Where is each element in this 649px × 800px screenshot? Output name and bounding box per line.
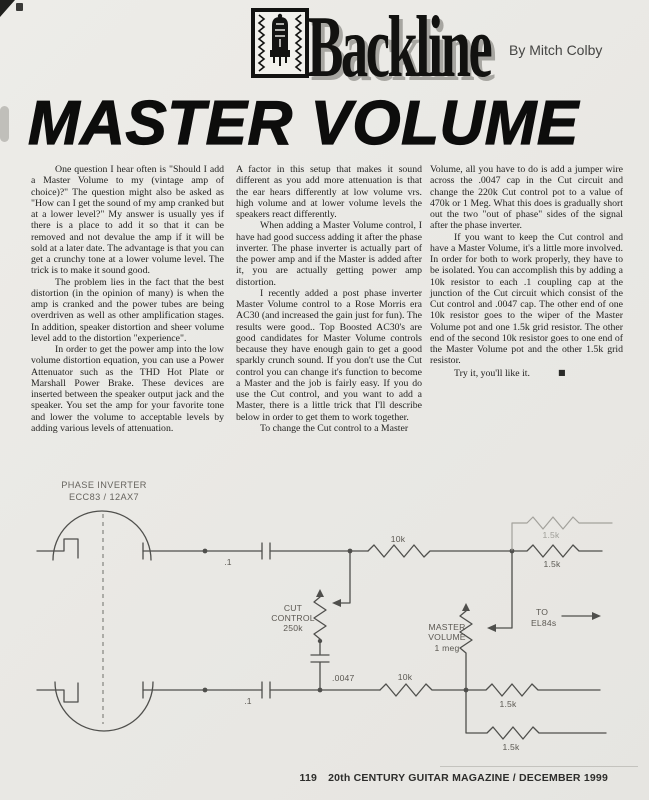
tube-label-line2: ECC83 / 12AX7 [69, 492, 139, 502]
closing-text: Try it, you'll like it. [454, 367, 530, 379]
paragraph: If you want to keep the Cut control and … [430, 231, 623, 367]
article-column-3: Volume, all you have to do is add a jump… [430, 164, 623, 379]
article-column-2: A factor in this setup that makes it sou… [236, 164, 422, 434]
end-of-article-mark: ■ [557, 367, 566, 377]
cut-capacitor [310, 640, 330, 691]
master-volume-branch: MASTER VOLUME 1 meg [428, 550, 513, 691]
paragraph: When adding a Master Volume control, I h… [236, 220, 422, 288]
tube-label-line1: PHASE INVERTER [61, 480, 147, 490]
resistor-1-5k [511, 516, 613, 552]
resistor-value-label: 10k [398, 672, 413, 682]
arrowhead-up [462, 603, 470, 611]
page-number: 119 [299, 772, 318, 784]
output-to-el84s: TO EL84s [531, 607, 601, 628]
cut-pot-label-line3: 250k [283, 623, 303, 633]
footer: 119 20th CENTURY GUITAR MAGAZINE / DECEMB… [0, 772, 608, 784]
scan-noise-smudge [0, 106, 9, 142]
junction-dot [202, 687, 208, 693]
cut-control-branch: CUT CONTROL 250k .0047 [271, 550, 355, 691]
bottom-grid-input [36, 682, 79, 703]
master-volume-potentiometer [459, 610, 473, 691]
wiper-wire [340, 550, 351, 604]
bottom-grid-resistors: 1.5k 1.5k [465, 683, 607, 752]
resistor-value-label: 1.5k [543, 559, 561, 569]
coupling-capacitor-top [261, 542, 271, 560]
cut-potentiometer [313, 596, 327, 640]
cut-pot-label-line1: CUT [284, 603, 303, 613]
mv-label-line2: VOLUME [428, 632, 466, 642]
paragraph: To change the Cut control to a Master [260, 422, 409, 434]
arrowhead-left [487, 624, 496, 632]
mv-label-line3: 1 meg [435, 643, 460, 653]
scan-noise-mark [16, 3, 23, 11]
top-grid-input [36, 538, 79, 559]
resistor-10k-bottom [379, 683, 467, 697]
scan-noise-mark [0, 0, 15, 17]
paragraph: One question I hear often is "Should I a… [31, 164, 224, 277]
phase-inverter-tube: PHASE INVERTER ECC83 / 12AX7 [36, 480, 154, 732]
top-signal-path: .1 10k [142, 534, 515, 567]
backline-logo-box [251, 8, 309, 83]
paragraph: The problem lies in the fact that the be… [31, 276, 224, 344]
wiper-wire [495, 550, 513, 629]
cut-cap-value-label: .0047 [332, 673, 355, 683]
junction-dot [202, 548, 208, 554]
output-label-line1: TO [536, 607, 548, 617]
paragraph: Volume, all you have to do is add a jump… [430, 164, 623, 232]
paragraph: A factor in this setup that makes it sou… [236, 164, 422, 220]
resistor-1-5k [465, 683, 601, 697]
output-label-line2: EL84s [531, 618, 556, 628]
tube-envelope-bottom-arc [54, 681, 154, 732]
resistor-value-label: 1.5k [502, 742, 520, 752]
resistor-1-5k [465, 689, 607, 740]
vacuum-tube-icon [251, 8, 309, 78]
cut-pot-label-line2: CONTROL [271, 613, 314, 623]
arrowhead-up [316, 589, 324, 597]
arrowhead-left [332, 599, 341, 607]
paragraph: In order to get the power amp into the l… [31, 344, 224, 434]
byline: By Mitch Colby [509, 42, 603, 58]
paragraph: I recently added a post phase inverter M… [236, 287, 422, 423]
top-grid-resistors: 1.5k 1.5k [511, 516, 613, 569]
tube-envelope-top-arc [52, 510, 152, 561]
column-logo-title: Backline [307, 0, 493, 96]
footer-divider [440, 766, 638, 767]
resistor-value-label: 1.5k [542, 530, 560, 540]
resistor-1-5k [511, 544, 603, 558]
arrowhead-right [592, 612, 601, 620]
article-column-1: One question I hear often is "Should I a… [31, 164, 224, 434]
resistor-10k-top [367, 544, 513, 558]
junction-dot [317, 687, 323, 693]
article-title: MASTER VOLUME [27, 89, 579, 158]
coupling-capacitor-bottom [261, 681, 271, 699]
resistor-value-label: 10k [391, 534, 406, 544]
closing-line: Try it, you'll like it. ■ [430, 367, 623, 379]
mv-label-line1: MASTER [428, 622, 465, 632]
bottom-signal-path: .1 10k [142, 672, 469, 706]
cap-value-label: .1 [244, 696, 252, 706]
cap-value-label: .1 [224, 557, 232, 567]
resistor-value-label: 1.5k [499, 699, 517, 709]
magazine-title: 20th CENTURY GUITAR MAGAZINE / DECEMBER … [328, 772, 608, 784]
master-volume-schematic: PHASE INVERTER ECC83 / 12AX7 .1 10k 1.5k… [36, 480, 613, 752]
